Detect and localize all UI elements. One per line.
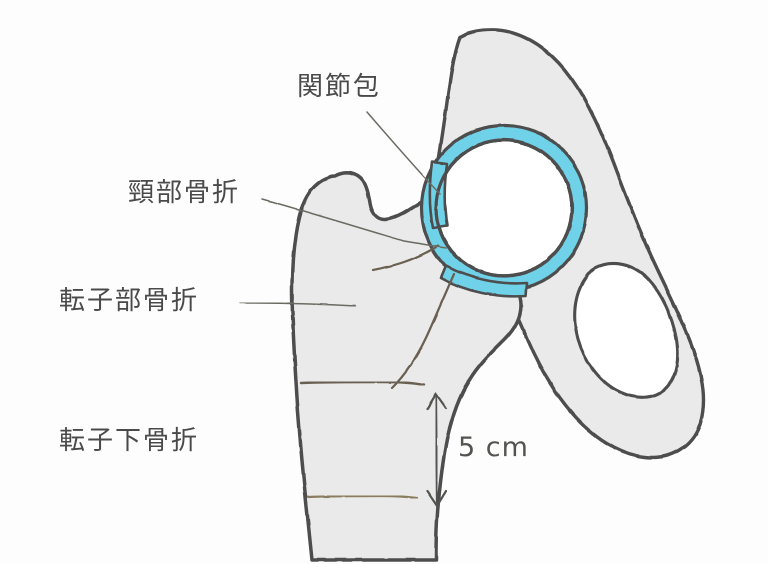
capsule-inferior-reflection [439, 264, 529, 298]
leader-capsule [366, 111, 441, 195]
scale-bar-shaft [434, 394, 439, 507]
label-neck-fracture: 頸部骨折 [128, 178, 241, 208]
label-trochanteric-fracture: 転子部骨折 [59, 286, 200, 316]
label-joint-capsule: 関節包 [297, 72, 382, 102]
label-scale-5cm: 5 cm [458, 432, 529, 463]
scale-bar [425, 391, 448, 509]
lower-shaft-line [306, 494, 419, 500]
label-subtrochanteric-fracture: 転子下骨折 [59, 426, 200, 456]
fracture-lines-group [299, 244, 456, 500]
bone-shapes [290, 28, 706, 562]
scale-bar-arrow-top [425, 391, 448, 411]
neck-fracture-line [371, 244, 440, 272]
leader-neck-fracture [261, 198, 447, 249]
obturator-foramen [573, 262, 680, 399]
scale-bar-arrow-bottom [425, 489, 448, 509]
femoral-head-edge [434, 138, 574, 278]
trochanteric-fracture-line [390, 272, 456, 390]
leader-trochanteric [239, 302, 357, 307]
leader-lines-group [235, 111, 447, 444]
subtrochanteric-fracture-line [299, 380, 426, 387]
